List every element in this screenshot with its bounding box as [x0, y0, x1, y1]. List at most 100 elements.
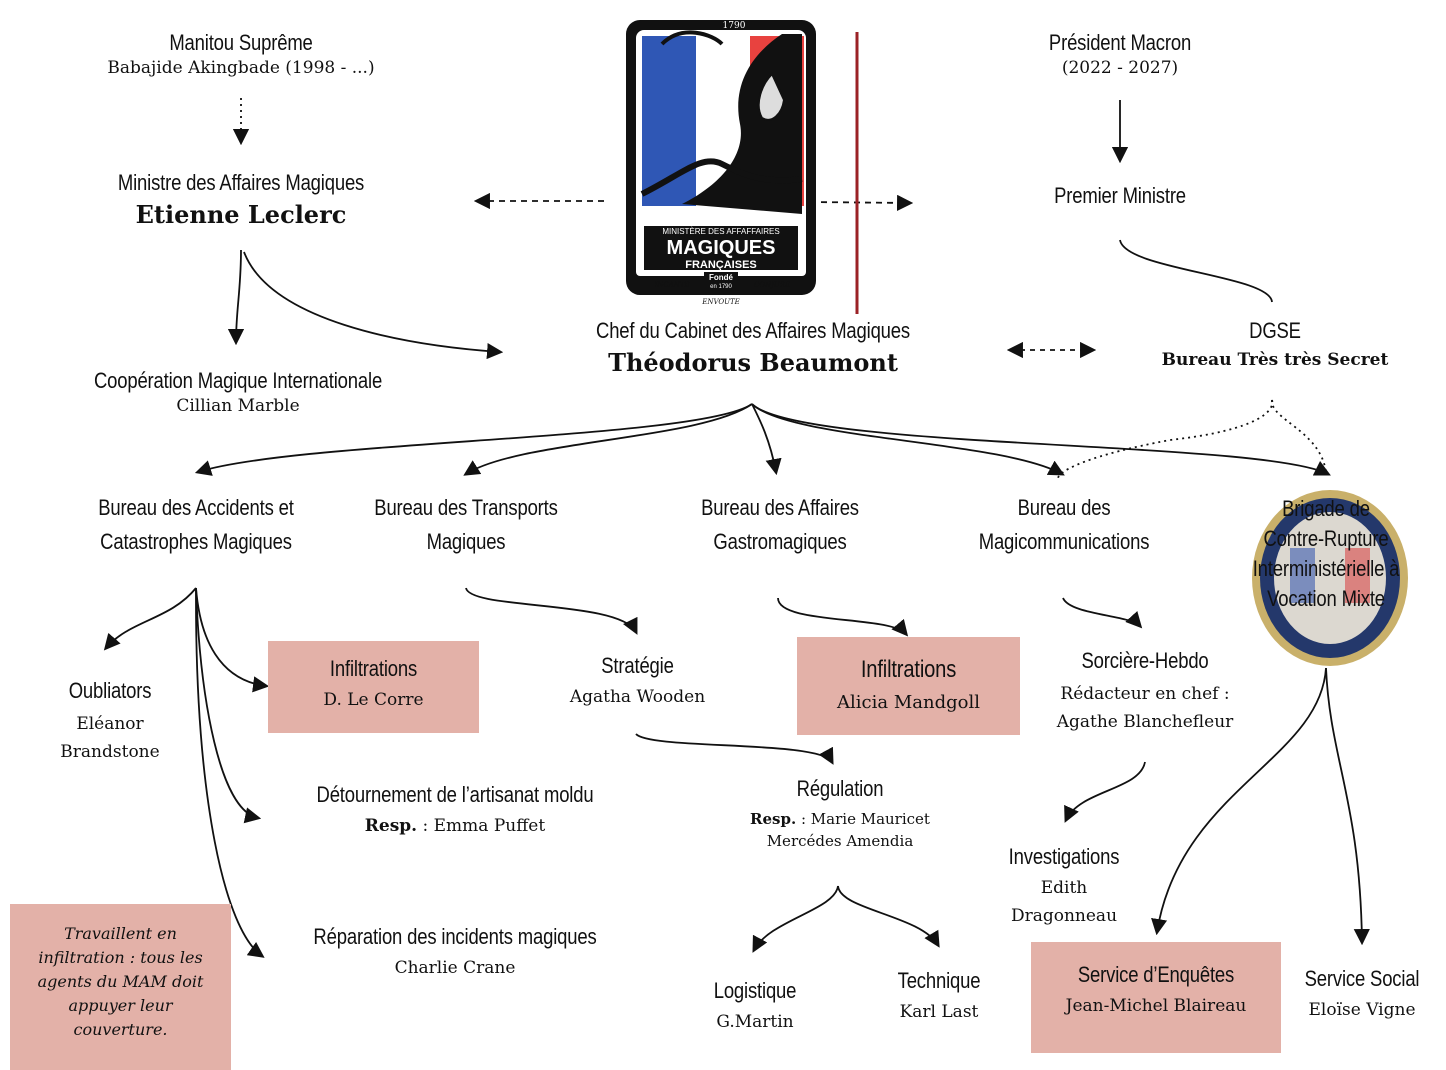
logo-founded2: en 1790 — [710, 284, 732, 290]
coop-title: Coopération Magique Internationale — [93, 368, 383, 393]
premier-title: Premier Ministre — [1054, 183, 1186, 208]
reparation-name: Charlie Crane — [394, 958, 516, 978]
infiltrations-node-1: Infiltrations D. Le Corre — [268, 656, 479, 710]
president-title: Président Macron — [1048, 30, 1192, 55]
logo-bottom: ENVOUTE — [701, 298, 740, 306]
note-line5: couverture. — [73, 1020, 168, 1039]
dgse-node: DGSE Bureau Très très Secret — [1130, 318, 1420, 370]
bureau-accidents-line2: Catastrophes Magiques — [100, 529, 292, 554]
investigations-node: Investigations Edith Dragonneau — [978, 844, 1150, 926]
premier-node: Premier Ministre — [990, 183, 1250, 209]
strategie-node: Stratégie Agatha Wooden — [530, 653, 745, 707]
bureau-transports-line2: Magiques — [426, 529, 506, 554]
social-name: Eloïse Vigne — [1308, 1000, 1416, 1020]
logo-founded1: Fondé — [709, 273, 734, 282]
enquetes-title: Service d’Enquêtes — [1077, 962, 1235, 987]
infiltrations-2-name: Alicia Mandgoll — [837, 692, 980, 713]
note-box — [10, 904, 231, 1070]
chef-node: Chef du Cabinet des Affaires Magiques Th… — [533, 318, 973, 377]
infiltrations-box-1 — [268, 641, 479, 733]
technique-title: Technique — [897, 968, 981, 993]
bureau-gastro-line2: Gastromagiques — [713, 529, 847, 554]
detournement-title: Détournement de l’artisanat moldu — [316, 782, 594, 807]
investigations-name2: Dragonneau — [1010, 906, 1118, 926]
enquetes-name: Jean-Michel Blaireau — [1065, 996, 1247, 1016]
investigations-name1: Edith — [1040, 878, 1088, 898]
bureau-comm-line2: Magicommunications — [978, 529, 1150, 554]
bureau-gastro-line1: Bureau des Affaires — [701, 495, 859, 520]
bureau-brigade-line1: Brigade de — [1282, 496, 1370, 521]
oubliators-name1: Eléanor — [76, 714, 144, 734]
note-line1: Travaillent en — [64, 924, 177, 943]
logo-line2: MAGIQUES — [667, 237, 776, 259]
chef-title: Chef du Cabinet des Affaires Magiques — [596, 318, 910, 343]
sorciere-line2: Agathe Blanchefleur — [1056, 712, 1234, 732]
reparation-title: Réparation des incidents magiques — [313, 924, 597, 949]
bureau-brigade-line3: Interministérielle à — [1252, 556, 1400, 581]
infiltrations-1-name: D. Le Corre — [323, 690, 424, 710]
social-node: Service Social Eloïse Vigne — [1284, 966, 1440, 1020]
infiltrations-2-title: Infiltrations — [860, 656, 957, 683]
infiltrations-box-2 — [797, 637, 1020, 735]
oubliators-name2: Brandstone — [60, 742, 160, 762]
logo-right: CONJURE — [754, 281, 790, 289]
logistique-name: G.Martin — [716, 1012, 794, 1032]
minister-title: Ministre des Affaires Magiques — [117, 170, 365, 195]
manitou-name: Babajide Akingbade (1998 - ...) — [107, 58, 375, 78]
sorciere-line1: Rédacteur en chef : — [1060, 684, 1230, 704]
enquetes-node: Service d’Enquêtes Jean-Michel Blaireau — [1031, 962, 1281, 1016]
technique-name: Karl Last — [899, 1002, 979, 1022]
coop-name: Cillian Marble — [176, 396, 300, 416]
note-line4: appuyer leur — [68, 996, 173, 1015]
regulation-node: Régulation Resp. : Marie Mauricet Mercéd… — [700, 776, 980, 850]
bureau-gastro: Bureau des Affaires Gastromagiques — [650, 495, 910, 555]
oubliators-title: Oubliators — [68, 678, 152, 703]
manitou-node: Manitou Suprême Babajide Akingbade (1998… — [60, 30, 422, 78]
president-node: Président Macron (2022 - 2027) — [990, 30, 1250, 78]
enquetes-box — [1031, 942, 1281, 1053]
note-line3: agents du MAM doit — [37, 972, 204, 991]
bureau-accidents: Bureau des Accidents et Catastrophes Mag… — [55, 495, 337, 555]
social-title: Service Social — [1304, 966, 1420, 991]
dgse-name: Bureau Très très Secret — [1161, 350, 1389, 370]
investigations-title: Investigations — [1008, 844, 1120, 869]
note-line2: infiltration : tous les — [38, 948, 203, 967]
technique-node: Technique Karl Last — [864, 968, 1014, 1022]
reparation-node: Réparation des incidents magiques Charli… — [250, 924, 660, 978]
strategie-name: Agatha Wooden — [569, 687, 706, 707]
president-term: (2022 - 2027) — [1061, 58, 1179, 78]
ministry-logo: MINISTÈRE DES AFFAFFAIRES MAGIQUES FRANÇ… — [622, 14, 820, 310]
bureau-comm: Bureau des Magicommunications — [934, 495, 1194, 555]
bureau-transports: Bureau des Transports Magiques — [336, 495, 596, 555]
detournement-resp: Resp. — [364, 816, 418, 836]
oubliators-node: Oubliators Eléanor Brandstone — [20, 678, 200, 762]
regulation-resp-line: Resp. : Marie Mauricet — [700, 810, 980, 828]
sorciere-node: Sorcière-Hebdo Rédacteur en chef : Agath… — [1020, 648, 1270, 732]
bureau-transports-line1: Bureau des Transports — [374, 495, 558, 520]
note-text: Travaillent en infiltration : tous les a… — [10, 922, 231, 1042]
bureau-brigade-line2: Contre-Rupture — [1263, 526, 1389, 551]
coop-node: Coopération Magique Internationale Cilli… — [38, 368, 438, 416]
logistique-title: Logistique — [713, 978, 797, 1003]
logistique-node: Logistique G.Martin — [680, 978, 830, 1032]
minister-node: Ministre des Affaires Magiques Etienne L… — [60, 170, 422, 229]
detournement-resp-line: Resp. : Emma Puffet — [250, 816, 660, 836]
bureau-brigade-line4: Vocation Mixte — [1267, 586, 1385, 611]
regulation-title: Régulation — [796, 776, 884, 801]
detournement-name: : Emma Puffet — [417, 816, 546, 836]
manitou-title: Manitou Suprême — [169, 30, 313, 55]
bureau-brigade: Brigade de Contre-Rupture Interministéri… — [1216, 496, 1436, 612]
brigade-seal — [1250, 488, 1410, 668]
logo-line1: MINISTÈRE DES AFFAFFAIRES — [662, 227, 779, 236]
regulation-name2: Mercédes Amendia — [766, 832, 914, 850]
bureau-accidents-line1: Bureau des Accidents et — [98, 495, 294, 520]
infiltrations-node-2: Infiltrations Alicia Mandgoll — [797, 656, 1020, 713]
logo-line3: FRANÇAISES — [685, 259, 757, 271]
sorciere-title: Sorcière-Hebdo — [1081, 648, 1209, 673]
chef-name: Théodorus Beaumont — [608, 348, 898, 377]
logo-year: 1790 — [723, 21, 746, 31]
regulation-resp: Resp. — [750, 810, 797, 828]
dgse-title: DGSE — [1249, 318, 1301, 343]
detournement-node: Détournement de l’artisanat moldu Resp. … — [250, 782, 660, 836]
